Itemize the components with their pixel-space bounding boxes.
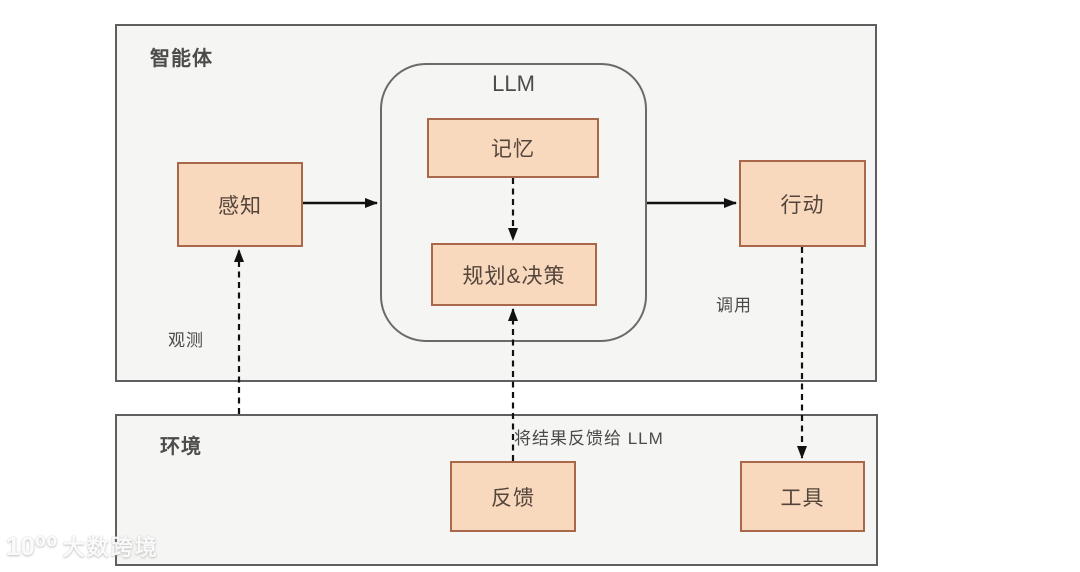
node-tools: 工具: [740, 461, 865, 532]
edge-label-invocation: 调用: [716, 296, 752, 315]
llm-group-label: LLM: [492, 71, 535, 96]
edge-label-feed-results-to-llm: 将结果反馈给 LLM: [514, 429, 664, 448]
node-perception-label: 感知: [218, 194, 262, 218]
node-tools-label: 工具: [780, 486, 825, 510]
watermark-brand-text: 大数跨境: [62, 535, 159, 560]
node-action: 行动: [739, 160, 866, 247]
agent-container-label: 智能体: [150, 48, 213, 70]
node-planning-decision-label: 规划&决策: [462, 264, 566, 288]
edge-label-observation: 观测: [168, 331, 204, 350]
node-perception: 感知: [177, 162, 303, 247]
watermark-logo-icon: 10⁰⁰: [6, 530, 58, 561]
node-planning-decision: 规划&决策: [431, 243, 597, 306]
node-memory-label: 记忆: [491, 138, 535, 161]
node-action-label: 行动: [780, 193, 825, 217]
environment-container-label: 环境: [160, 436, 202, 458]
watermark: 10⁰⁰ 大数跨境: [6, 530, 159, 562]
node-memory: 记忆: [427, 118, 599, 178]
node-feedback-label: 反馈: [491, 486, 535, 510]
node-feedback: 反馈: [450, 461, 576, 532]
